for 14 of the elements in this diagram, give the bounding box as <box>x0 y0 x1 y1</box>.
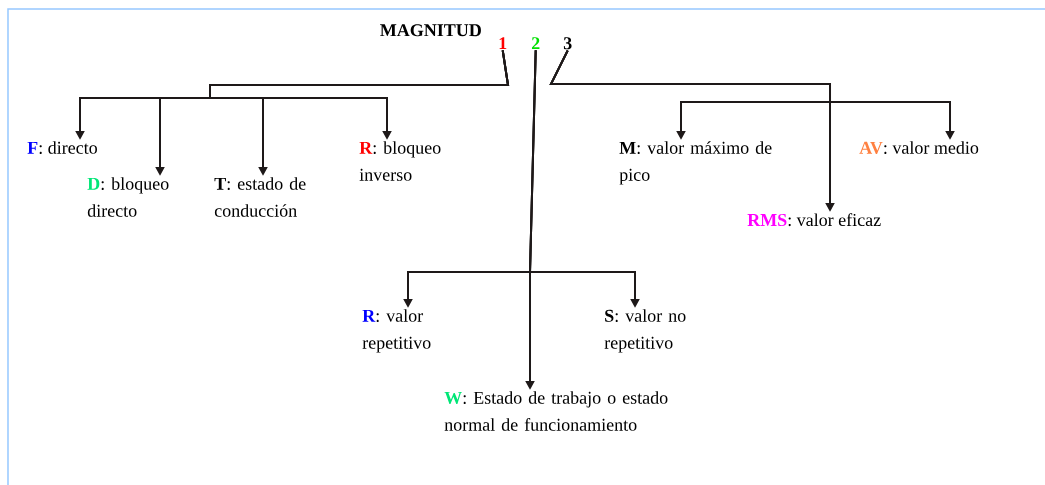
level-label: 2 <box>531 37 540 50</box>
term-label: S: valor no repetitivo <box>604 309 686 353</box>
term-label: W: Estado de trabajo o estado normal de funcionamiento <box>444 391 668 431</box>
term-label: F: directo <box>27 141 97 154</box>
term-label: R: bloqueo inverso <box>359 141 441 181</box>
level-label: 3 <box>563 37 572 50</box>
term-label: AV: valor medio <box>859 141 979 154</box>
title: MAGNITUD <box>380 24 481 37</box>
term-label: R: valor repetitivo <box>362 309 431 353</box>
term-label: M: valor máximo de pico <box>619 141 772 185</box>
term-label: D: bloqueo directo <box>87 177 169 217</box>
level-label: 1 <box>499 37 507 50</box>
term-label: RMS: valor eficaz <box>747 213 881 227</box>
term-label: T: estado de conducción <box>214 177 306 217</box>
